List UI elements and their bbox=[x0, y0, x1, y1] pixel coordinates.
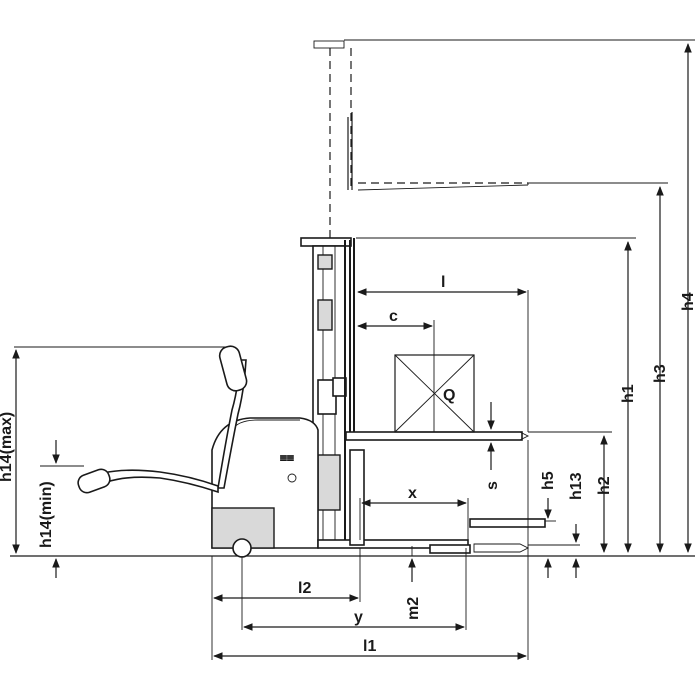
carriage-and-forks bbox=[345, 238, 530, 441]
load-label: Q bbox=[443, 387, 455, 404]
base-forks bbox=[469, 518, 546, 553]
tiller-arm bbox=[77, 345, 248, 494]
mast bbox=[300, 237, 352, 545]
dim-label-h4: h4 bbox=[680, 292, 697, 311]
dimension-labels: l c x l2 y l1 h14(max) h14(min) s h5 h13… bbox=[0, 274, 697, 655]
dim-label-y: y bbox=[354, 609, 363, 626]
dim-label-h1: h1 bbox=[620, 384, 637, 403]
dim-label-m2: m2 bbox=[405, 597, 422, 620]
dim-label-h2: h2 bbox=[596, 476, 613, 495]
dimension-lines bbox=[12, 43, 692, 660]
dim-label-l1: l1 bbox=[363, 638, 376, 655]
svg-text:≡≡: ≡≡ bbox=[280, 451, 294, 465]
dim-label-h14min: h14(min) bbox=[38, 481, 55, 548]
dim-label-h5: h5 bbox=[540, 471, 557, 490]
dim-label-s: s bbox=[484, 481, 501, 490]
dim-label-l2: l2 bbox=[298, 580, 311, 597]
dim-label-h3: h3 bbox=[652, 364, 669, 383]
dim-label-l: l bbox=[441, 274, 445, 291]
truck-body: ≡≡ bbox=[211, 417, 471, 558]
dim-label-c: c bbox=[389, 308, 398, 325]
dim-label-h14max: h14(max) bbox=[0, 412, 15, 482]
dim-label-x: x bbox=[408, 485, 417, 502]
dim-label-h13: h13 bbox=[568, 472, 585, 500]
extension-lines bbox=[14, 39, 695, 660]
load-box: Q bbox=[394, 320, 475, 433]
mast-extended-outline bbox=[313, 40, 529, 238]
